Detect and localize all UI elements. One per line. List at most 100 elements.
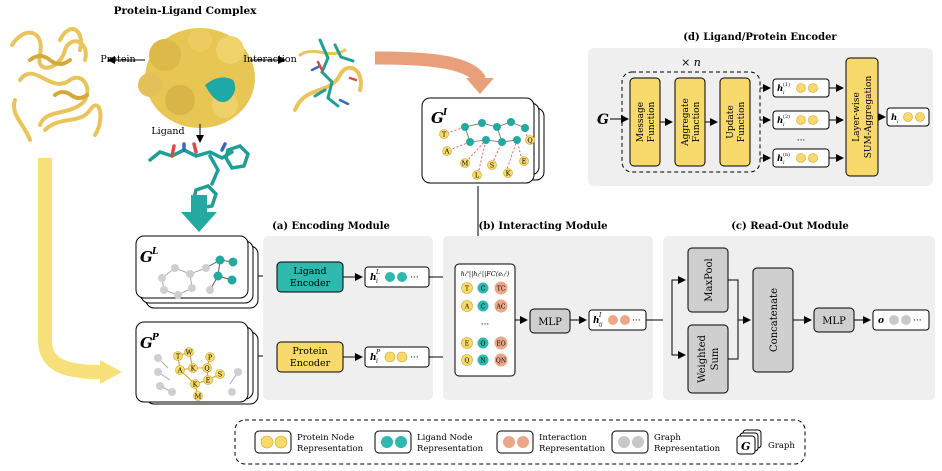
gp-node-circle [190,379,200,389]
gi-node-circle [519,156,529,166]
weighted-sum-line1: Weighted [697,335,708,383]
ligand-down-arrow [181,195,217,232]
encoding-module-title: (a) Encoding Module [272,221,390,232]
legend-graph-icon-letter: G [741,440,750,453]
concat-interaction-node-circle [494,299,508,313]
weighted-sum-line2: Sum [710,347,721,370]
concat-interaction-node-circle [494,353,508,367]
h-pro-dots: ··· [410,353,419,363]
protein-node-representation: h i P ··· [364,346,430,368]
concat-ligand-node-label: C [481,285,486,292]
gp-node-label: T [176,352,181,360]
h2-base: h [777,116,783,126]
h2-sub: i [783,122,785,128]
gp-title: G [140,334,153,352]
gp-node-label: S [218,370,222,378]
gp-node-circle [188,363,198,373]
concat-ligand-node-label: N [480,357,485,364]
graph-gl-card: G L [135,235,259,309]
layer-n-representation: h i (n) [772,148,830,168]
gi-node-label: M [462,159,469,167]
gp-node-label: Q [204,364,209,372]
update-function-box: Update Function [719,77,751,167]
concat-ellipsis: ··· [481,320,490,330]
gp-node-circle [202,363,212,373]
h-lig-dots: ··· [410,273,419,283]
gp-node-label: K [191,364,196,372]
o-dots: ··· [913,316,922,326]
gp-sup: P [151,333,159,343]
h2-sup: (2) [783,113,790,120]
hn-base: h [777,154,783,164]
protein-encoder-box: Protein Encoder [276,341,344,373]
legend-protein-line1: Protein Node [297,433,354,443]
gp-node-label: W [186,348,193,356]
gp-node-circle [175,365,185,375]
h-lig-sup: L [375,269,380,276]
h-final: h [891,113,897,123]
concat-protein-node-label: T [465,285,469,292]
gi-node-label: T [442,130,447,138]
ligand-encoder-line2: Encoder [290,278,331,289]
concat-interaction-node-label: TC [497,285,506,292]
message-line2: Function [647,102,657,143]
gi-node-circle [460,158,470,168]
legend-interaction-line2: Representation [539,444,606,454]
gp-node-circle [205,352,215,362]
readout-module-title: (c) Read-Out Module [731,221,849,232]
readout-mlp-label: MLP [822,316,846,327]
protein-to-gp-arrow [38,158,122,384]
aggregate-line2: Function [692,102,702,143]
times-n-label: × n [681,56,701,69]
gi-node-circle [442,146,452,156]
layerwise-line2: SUM-Aggregation [864,76,874,159]
layerwise-line1: Layer-wise [852,92,862,142]
h-pro-sup: P [375,349,381,356]
concat-protein-node-circle [461,300,473,312]
concat-protein-node-circle [461,337,473,349]
interacting-mlp-box: MLP [529,308,571,334]
concat-protein-node-label: A [464,303,470,310]
h-pro-sub: i [376,358,378,365]
gi-node-circle [472,170,482,180]
protein-encoder-line1: Protein [292,346,327,357]
concatenate-label: Concatenate [769,288,780,352]
legend-protein-line2: Representation [297,444,364,454]
concat-ligand-node-circle [477,354,489,366]
encoder-g-label: G [597,112,609,128]
concat-interaction-node-label: AC [496,303,506,310]
interaction-representation: h ij I ··· [588,309,647,331]
concat-ligand-node-circle [477,282,489,294]
h-lig: h [370,273,377,283]
protein-surface-image [138,28,255,128]
ligand-node-representation: h i L ··· [364,266,430,288]
legend-ligand-node: Ligand Node Representation [374,430,484,454]
update-line2: Function [737,102,747,143]
gi-node-label: A [444,147,450,155]
gi-node-label: S [490,161,494,169]
concat-ligand-node-circle [477,300,489,312]
complex-title: Protein-Ligand Complex [114,5,258,17]
readout-mlp-box: MLP [813,307,855,333]
ligand-label: Ligand [151,126,184,137]
concat-protein-node-circle [461,282,473,294]
aggregate-line1: Aggregate [681,98,691,147]
gp-node-circle [215,369,225,379]
h-pro: h [370,353,377,363]
concat-ligand-node-label: O [481,340,486,347]
gi-node-label: Q [527,136,532,144]
final-node-representation: h i [886,107,930,127]
message-line1: Message [636,102,646,142]
weighted-sum-box: Weighted Sum [687,324,729,394]
maxpool-label: MaxPool [704,258,715,301]
h-ij: h [593,316,600,326]
legend-graph-representation: Graph Representation [611,430,721,454]
legend-ligand-line1: Ligand Node [417,433,473,443]
gi-node-circle [525,135,535,145]
protein-encoder-line2: Encoder [290,358,331,369]
legend-graph-line1: Graph [654,433,681,443]
layerwise-sum-box: Layer-wise SUM-Aggregation [845,57,879,177]
gi-node-circle [487,160,497,170]
interacting-module-title: (b) Interacting Module [478,221,607,232]
